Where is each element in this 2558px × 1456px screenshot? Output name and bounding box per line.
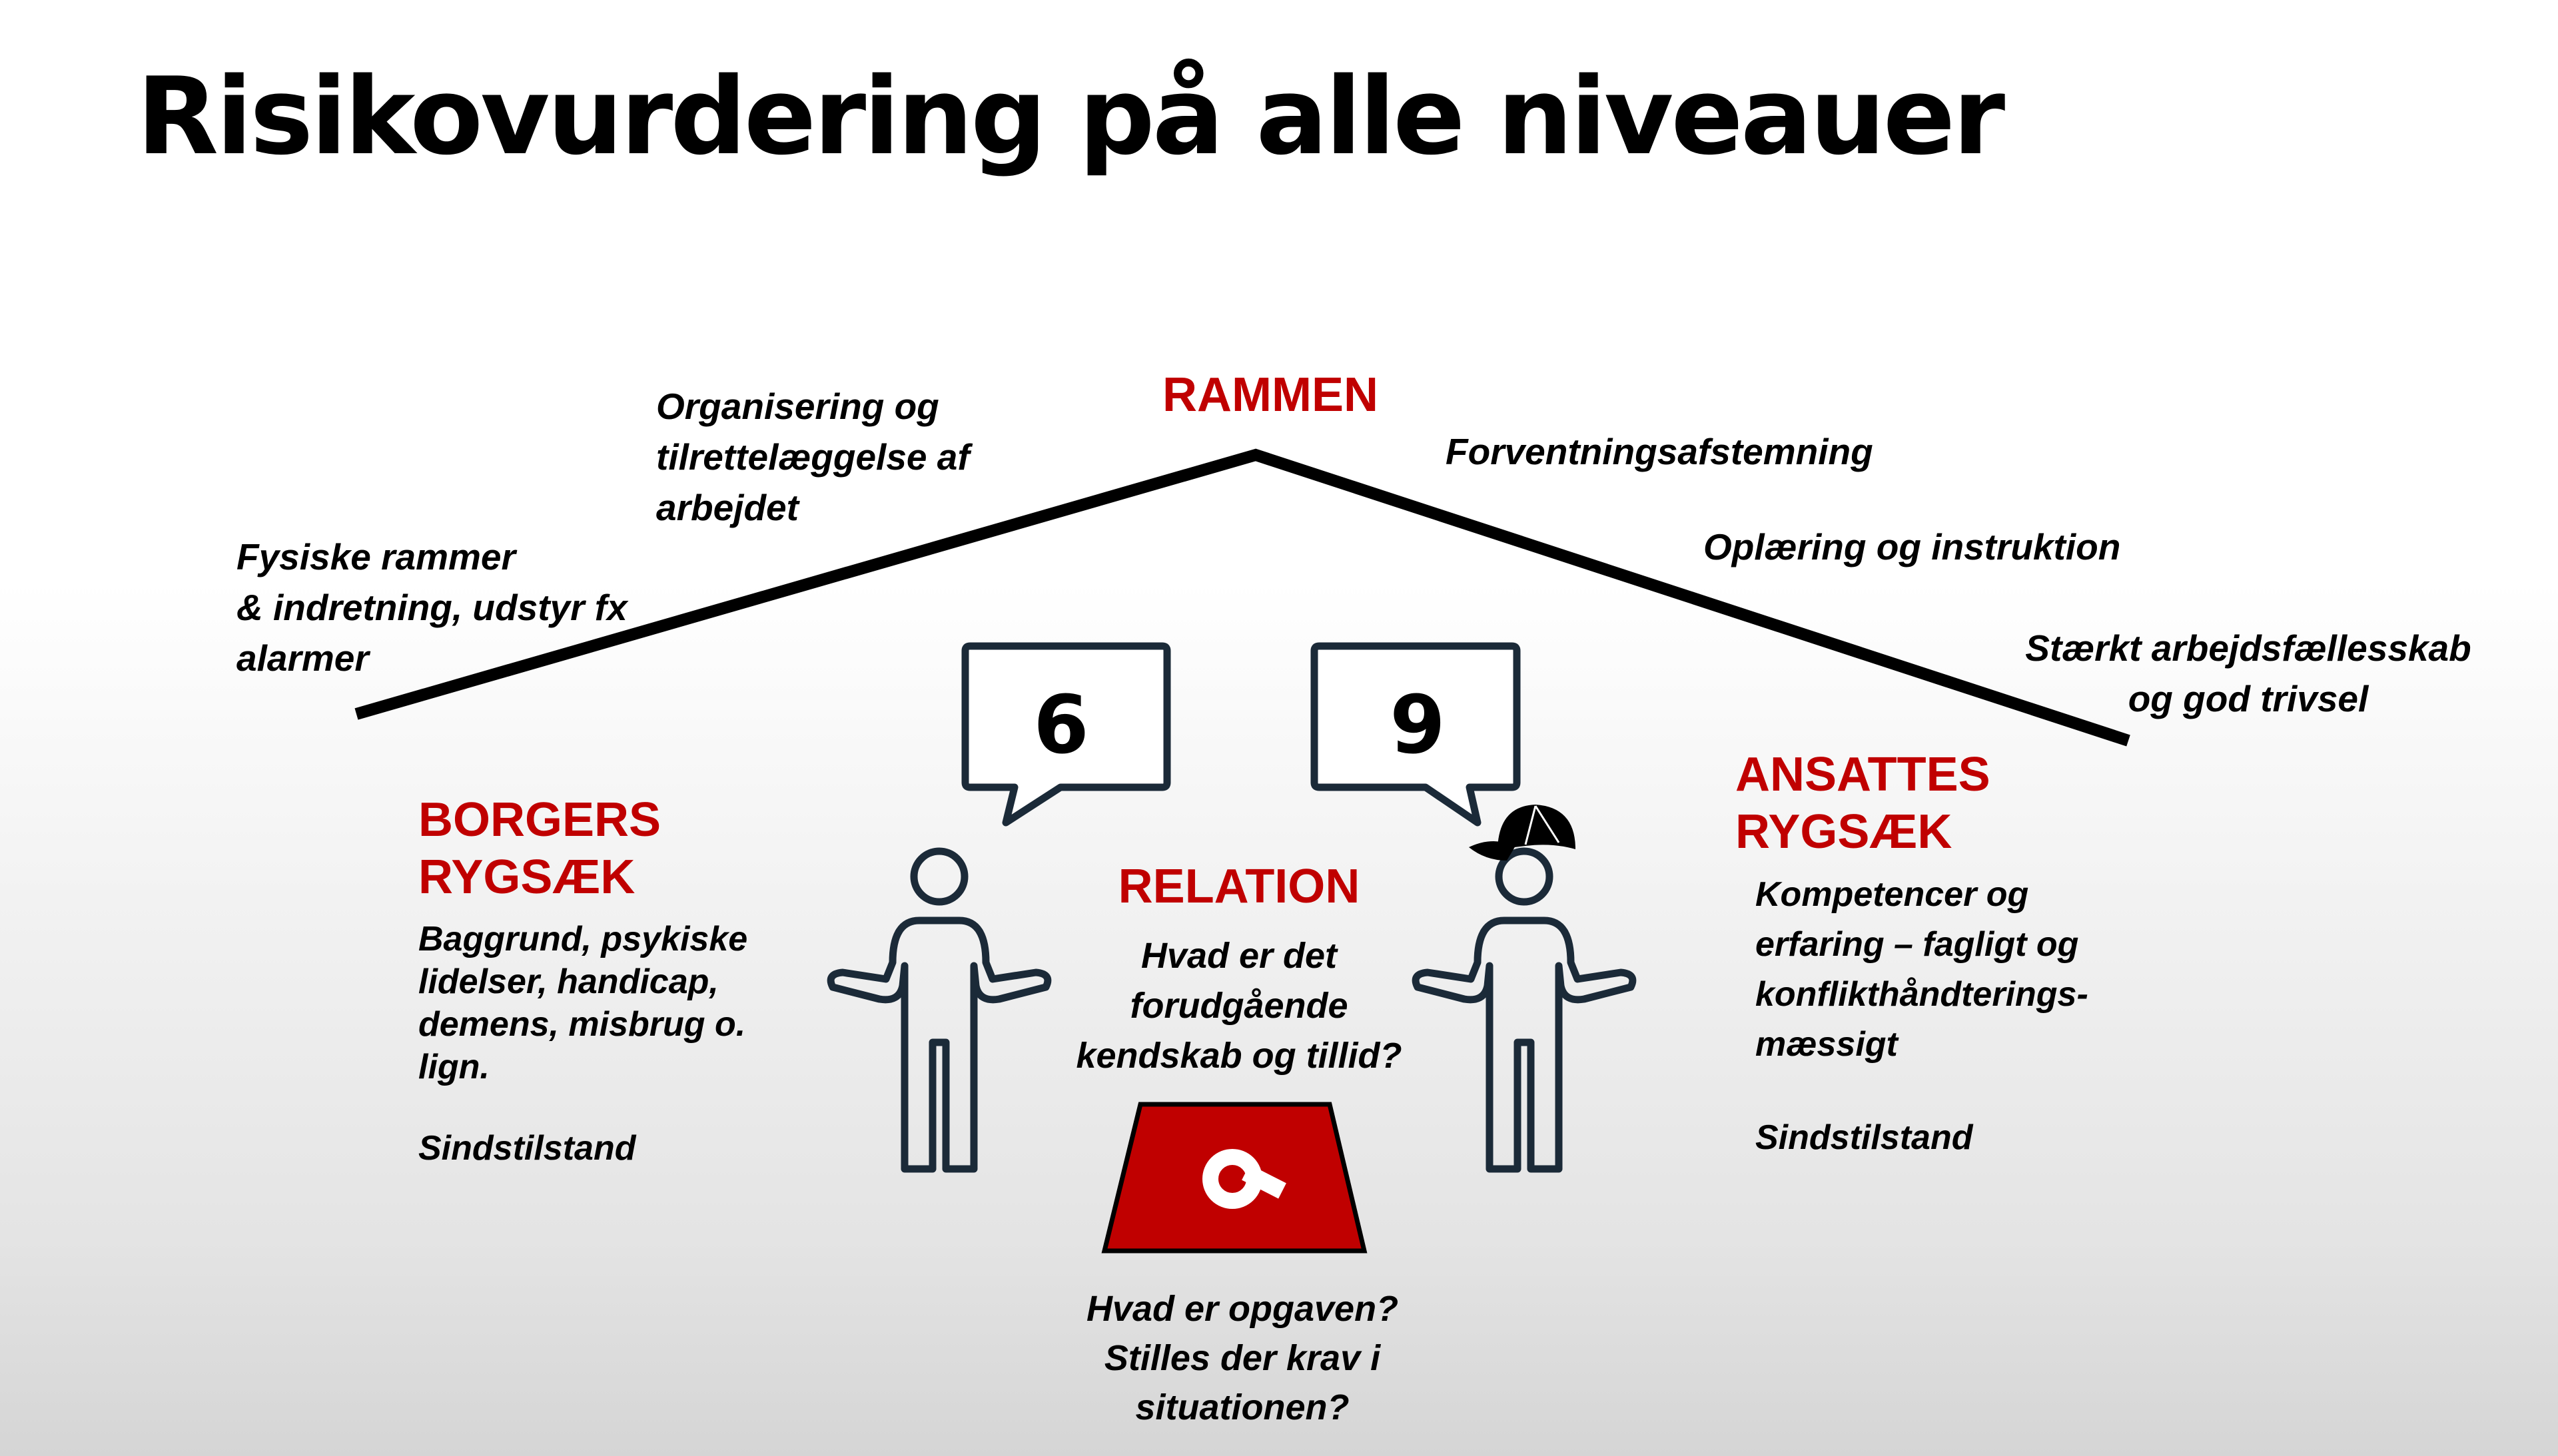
relation-question-line: Hvad er det (1140, 936, 1338, 976)
six-nine-symbol-icon (1202, 1149, 1286, 1209)
borger-description-line: lign. (418, 1048, 490, 1086)
ansat-state: Sindstilstand (1755, 1118, 1973, 1157)
roof-item-training: Oplæring og instruktion (1703, 522, 2120, 572)
relation-question: Hvad er det forudgående kendskab og till… (1006, 931, 1472, 1081)
relation-question-line: forudgående (1130, 986, 1348, 1026)
ansat-heading-line: ANSATTES (1735, 748, 1990, 801)
task-floor-icon (1101, 1102, 1368, 1254)
roof-item-line: Organisering og (656, 386, 939, 427)
borger-description-line: lidelser, handicap, (418, 962, 719, 1001)
roof-item-line: Forventningsafstemning (1446, 431, 1873, 472)
ansat-description-line: konflikthåndterings- (1755, 975, 2088, 1014)
slide-title: Risikovurdering på alle niveauer (137, 54, 2005, 179)
relation-question-line: kendskab og tillid? (1076, 1036, 1402, 1076)
roof-line (354, 448, 2130, 747)
person-right-icon (1412, 847, 1637, 1173)
ansat-backpack-section: ANSATTES RYGSÆK Kompetencer og erfaring … (1735, 746, 2088, 1159)
ansat-description: Kompetencer og erfaring – fagligt og kon… (1755, 870, 2088, 1070)
relation-heading: RELATION (1118, 860, 1360, 913)
roof-item-organisation: Organisering og tilrettelæggelse af arbe… (656, 381, 970, 533)
roof-item-line: og god trivsel (2128, 678, 2369, 719)
roof-item-line: arbejdet (656, 487, 799, 528)
roof-heading: RAMMEN (1162, 368, 1378, 422)
speech-bubble-left: 6 (961, 642, 1171, 827)
borger-description: Baggrund, psykiske lidelser, handicap, d… (418, 918, 747, 1088)
borger-state: Sindstilstand (418, 1129, 636, 1168)
task-question-line: Hvad er opgaven? (1086, 1289, 1399, 1329)
person-left-icon (827, 847, 1052, 1173)
roof-item-line: Oplæring og instruktion (1703, 526, 2121, 567)
task-question-line: Stilles der krav i (1104, 1338, 1381, 1378)
roof-item-physical: Fysiske rammer & indretning, udstyr fx a… (236, 532, 628, 683)
borger-heading-line: BORGERS (418, 793, 661, 847)
bubble-left-number: 6 (1033, 679, 1089, 772)
speech-bubble-right: 9 (1310, 642, 1521, 827)
roof-item-expectations: Forventningsafstemning (1446, 426, 1873, 477)
task-question-line: situationen? (1135, 1387, 1350, 1427)
borger-description-line: demens, misbrug o. (418, 1005, 746, 1044)
task-question: Hvad er opgaven? Stilles der krav i situ… (1009, 1284, 1476, 1432)
roof-item-line: tilrettelæggelse af (656, 436, 970, 478)
borger-backpack-section: BORGERS RYGSÆK Baggrund, psykiske lidels… (418, 791, 747, 1170)
ansat-heading-line: RYGSÆK (1735, 805, 1952, 859)
ansat-description-line: Kompetencer og (1755, 875, 2029, 914)
cap-icon (1469, 805, 1575, 861)
roof-item-line: alarmer (236, 637, 369, 679)
ansat-description-line: mæssigt (1755, 1025, 1898, 1064)
roof-item-line: & indretning, udstyr fx (236, 587, 628, 628)
ansat-description-line: erfaring – fagligt og (1755, 925, 2079, 964)
roof-item-line: Stærkt arbejdsfællesskab (2025, 627, 2471, 669)
roof-item-line: Fysiske rammer (236, 536, 516, 577)
bubble-right-number: 9 (1390, 679, 1446, 772)
borger-description-line: Baggrund, psykiske (418, 920, 748, 958)
borger-heading-line: RYGSÆK (418, 851, 636, 904)
roof-item-community: Stærkt arbejdsfællesskab og god trivsel (2008, 623, 2488, 724)
